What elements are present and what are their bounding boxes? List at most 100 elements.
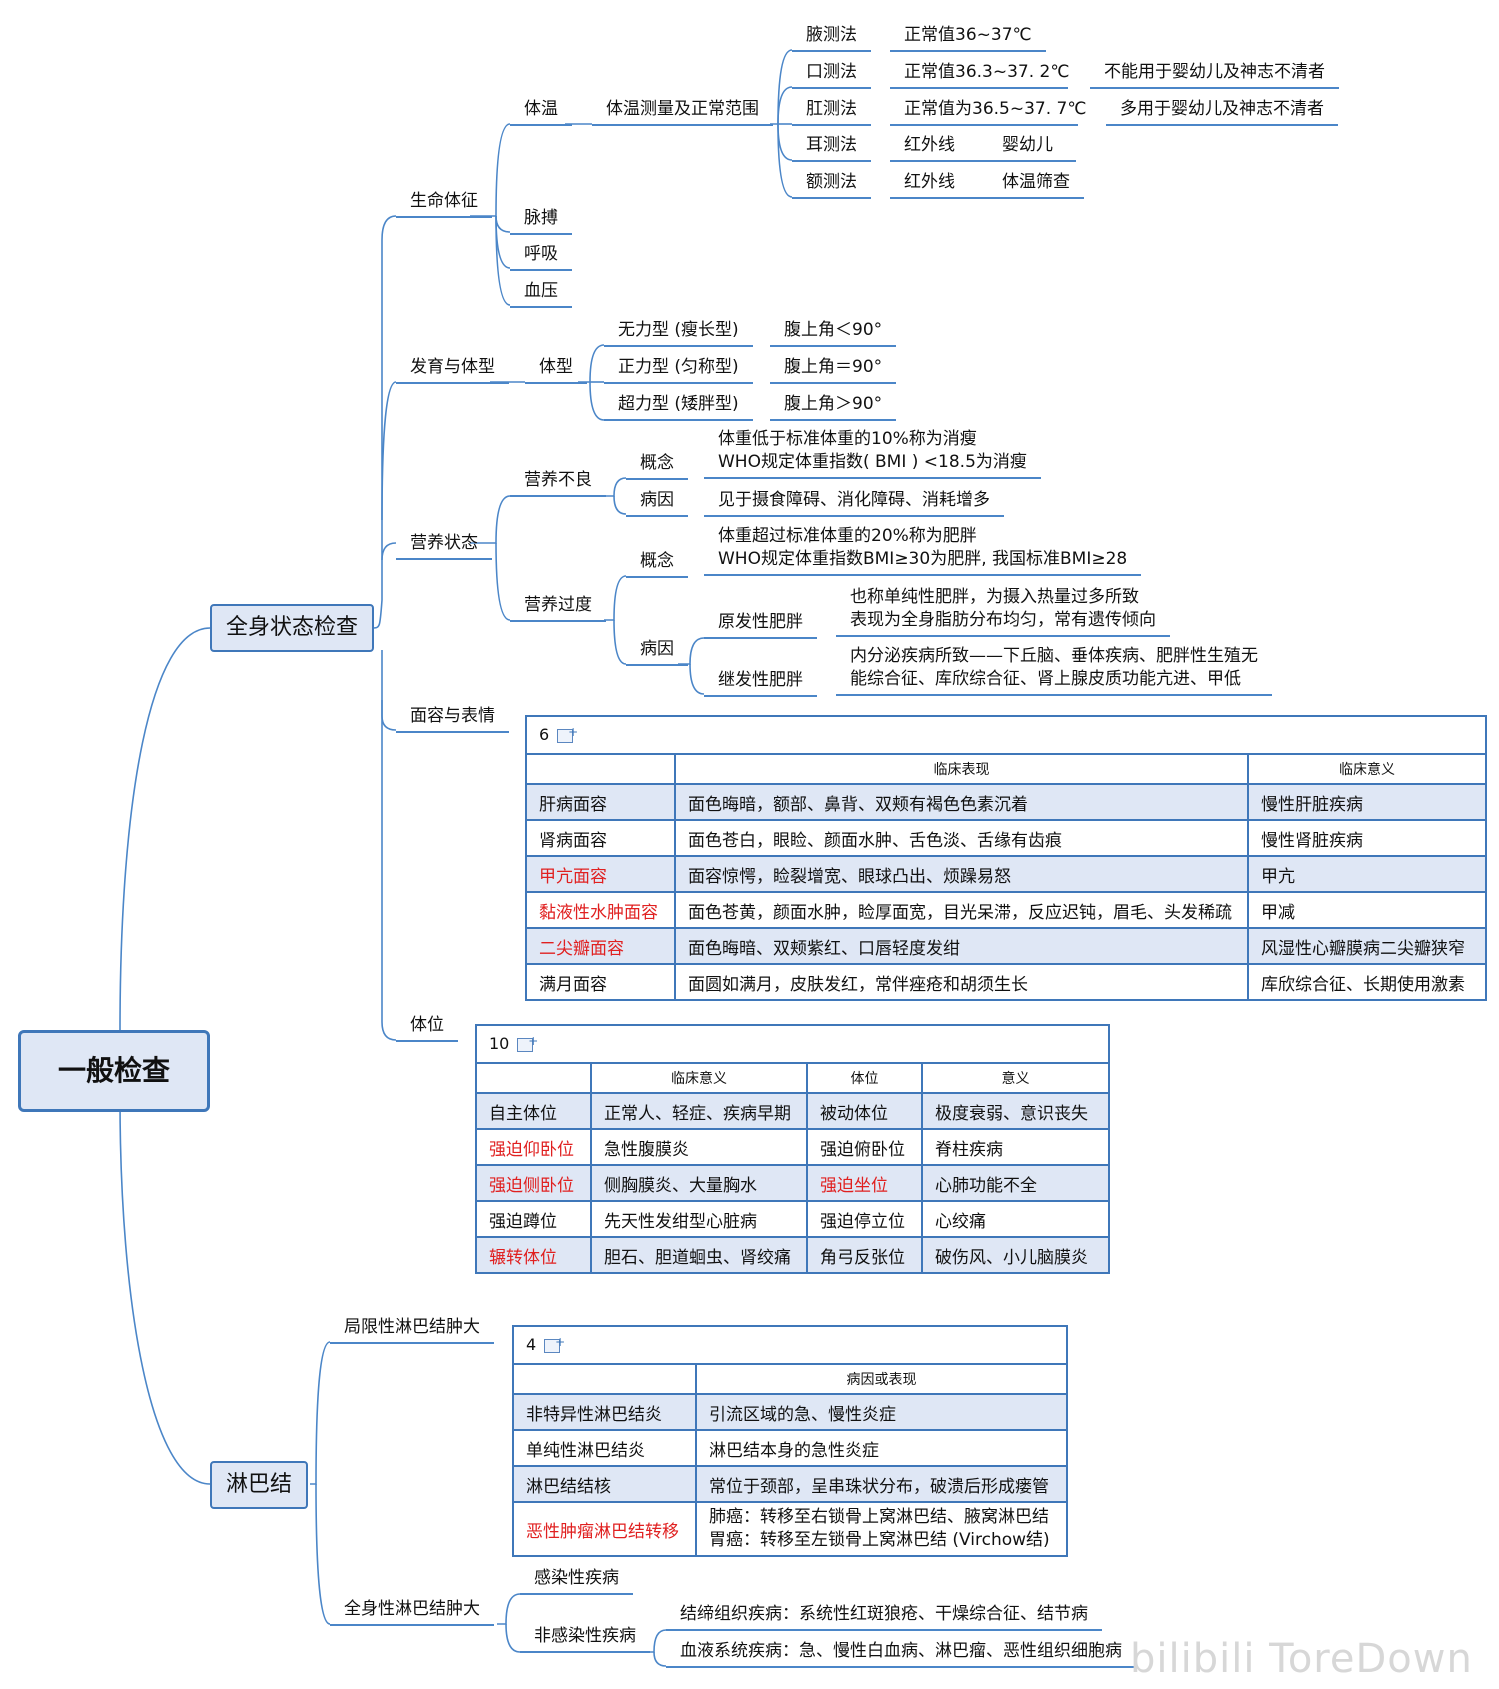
- table-row[interactable]: 满月面容面圆如满月，皮肤发红，常伴痤疮和胡须生长库欣综合征、长期使用激素: [527, 963, 1485, 999]
- lymph-desc: 引流区域的急、慢性炎症: [695, 1393, 1066, 1431]
- angle-item[interactable]: 腹上角＜90°: [770, 319, 897, 347]
- table-row[interactable]: 甲亢面容面容惊愕，睑裂增宽、眼球凸出、烦躁易怒甲亢: [527, 855, 1485, 893]
- table-row[interactable]: 强迫蹲位先天性发绀型心脏病强迫停立位心绞痛: [477, 1200, 1108, 1238]
- secondary-obesity-node[interactable]: 继发性肥胖: [704, 669, 817, 697]
- column-header: [527, 755, 676, 785]
- vital-signs-node[interactable]: 生命体征: [396, 190, 492, 218]
- position-meaning: 正常人、轻症、疾病早期: [590, 1092, 808, 1130]
- table-row[interactable]: 淋巴结结核常位于颈部，呈串珠状分布，破溃后形成瘘管: [514, 1465, 1066, 1503]
- connective-disease-node[interactable]: 结缔组织疾病：系统性红斑狼疮、干燥综合征、结节病: [666, 1603, 1102, 1631]
- bp-node[interactable]: 血压: [510, 280, 572, 308]
- blood-disease-node[interactable]: 血液系统疾病：急、慢性白血病、淋巴瘤、恶性组织细胞病: [666, 1640, 1136, 1668]
- column-header: 体位: [806, 1064, 923, 1094]
- general-lymph-node[interactable]: 全身性淋巴结肿大: [330, 1598, 494, 1626]
- lymph-cause: 淋巴结结核: [514, 1465, 697, 1503]
- infectious-node[interactable]: 感染性疾病: [520, 1567, 633, 1595]
- table-row[interactable]: 肝病面容面色晦暗，额部、鼻背、双颊有褐色色素沉着慢性肝脏疾病: [527, 783, 1485, 821]
- general-exam-node[interactable]: 全身状态检查: [210, 604, 375, 652]
- lymph-cause: 非特异性淋巴结炎: [514, 1393, 697, 1431]
- table-row[interactable]: 强迫仰卧位急性腹膜炎强迫俯卧位脊柱疾病: [477, 1128, 1108, 1166]
- primary-obesity-text[interactable]: 也称单纯性肥胖，为摄入热量过多所致 表现为全身脂肪分布均匀，常有遗传倾向: [836, 586, 1170, 637]
- local-lymph-node[interactable]: 局限性淋巴结肿大: [330, 1316, 494, 1344]
- temperature-node[interactable]: 体温: [510, 98, 572, 126]
- method-node[interactable]: 额测法: [792, 171, 871, 199]
- breath-node[interactable]: 呼吸: [510, 243, 572, 271]
- secondary-obesity-text[interactable]: 内分泌疾病所致——下丘脑、垂体疾病、肥胖性生殖无 能综合征、库欣综合征、肾上腺皮…: [836, 645, 1272, 696]
- method-value[interactable]: 正常值为36.5~37. 7℃: [890, 98, 1086, 126]
- column-header: 临床意义: [1247, 755, 1485, 785]
- method-node[interactable]: 耳测法: [792, 134, 871, 162]
- position-name: 强迫停立位: [806, 1200, 923, 1238]
- lymph-desc: 常位于颈部，呈串珠状分布，破溃后形成瘘管: [695, 1465, 1066, 1503]
- table-row[interactable]: 辗转体位胆石、胆道蛔虫、肾绞痛角弓反张位破伤风、小儿脑膜炎: [477, 1236, 1108, 1272]
- overnutrition-node[interactable]: 营养过度: [510, 594, 606, 622]
- table-row[interactable]: 非特异性淋巴结炎引流区域的急、慢性炎症: [514, 1393, 1066, 1431]
- position-node[interactable]: 体位: [396, 1014, 458, 1042]
- facies-show: 面色晦暗、双颊紫红、口唇轻度发绀: [674, 927, 1249, 965]
- development-node[interactable]: 发育与体型: [396, 356, 509, 384]
- position-meaning: 极度衰弱、意识丧失: [921, 1092, 1108, 1130]
- body-type-item[interactable]: 正力型 (匀称型): [604, 356, 753, 384]
- body-type-item[interactable]: 无力型 (瘦长型): [604, 319, 753, 347]
- facies-node[interactable]: 面容与表情: [396, 705, 509, 733]
- table-add-icon[interactable]: [544, 1324, 565, 1360]
- method-extra[interactable]: 体温筛查: [988, 171, 1084, 199]
- facies-meaning: 库欣综合征、长期使用激素: [1247, 963, 1485, 999]
- table-row[interactable]: 二尖瓣面容面色晦暗、双颊紫红、口唇轻度发绀风湿性心瓣膜病二尖瓣狭窄: [527, 927, 1485, 965]
- cause-node[interactable]: 病因: [626, 489, 688, 517]
- table-add-icon[interactable]: [557, 714, 578, 750]
- table-row[interactable]: 强迫侧卧位侧胸膜炎、大量胸水强迫坐位心肺功能不全: [477, 1164, 1108, 1202]
- over-concept-text[interactable]: 体重超过标准体重的20%称为肥胖 WHO规定体重指数BMI≥30为肥胖, 我国标…: [704, 525, 1142, 576]
- method-value[interactable]: 正常值36~37℃: [890, 24, 1046, 52]
- position-name: 强迫蹲位: [477, 1200, 592, 1238]
- concept-node[interactable]: 概念: [626, 550, 688, 578]
- facies-show: 面色苍黄，颜面水肿，睑厚面宽，目光呆滞，反应迟钝，眉毛、头发稀疏: [674, 891, 1249, 929]
- position-meaning: 急性腹膜炎: [590, 1128, 808, 1166]
- table-row[interactable]: 自主体位正常人、轻症、疾病早期被动体位极度衰弱、意识丧失: [477, 1092, 1108, 1130]
- method-node[interactable]: 腋测法: [792, 24, 871, 52]
- method-extra[interactable]: 婴幼儿: [988, 134, 1076, 162]
- table-header: 10: [477, 1023, 1108, 1064]
- facies-meaning: 慢性肝脏疾病: [1247, 783, 1485, 821]
- noninfectious-node[interactable]: 非感染性疾病: [520, 1625, 650, 1653]
- method-extra[interactable]: 不能用于婴幼儿及神志不清者: [1090, 61, 1339, 89]
- method-extra[interactable]: 多用于婴幼儿及神志不清者: [1106, 98, 1338, 126]
- method-value[interactable]: 正常值36.3~37. 2℃: [890, 61, 1069, 89]
- primary-obesity-node[interactable]: 原发性肥胖: [704, 611, 817, 639]
- root-node[interactable]: 一般检查: [18, 1030, 210, 1112]
- cause-node[interactable]: 病因: [626, 638, 688, 666]
- table-row[interactable]: 恶性肿瘤淋巴结转移肺癌：转移至右锁骨上窝淋巴结、腋窝淋巴结 胃癌：转移至左锁骨上…: [514, 1501, 1066, 1555]
- lymph-node[interactable]: 淋巴结: [210, 1461, 309, 1509]
- column-header: 意义: [921, 1064, 1108, 1094]
- angle-item[interactable]: 腹上角＞90°: [770, 393, 897, 421]
- facies-show: 面容惊愕，睑裂增宽、眼球凸出、烦躁易怒: [674, 855, 1249, 893]
- under-concept-text[interactable]: 体重低于标准体重的10%称为消瘦 WHO规定体重指数( BMI ) <18.5为…: [704, 428, 1041, 479]
- facies-name: 甲亢面容: [527, 855, 676, 893]
- under-cause-text[interactable]: 见于摄食障碍、消化障碍、消耗增多: [704, 489, 1004, 517]
- table-row[interactable]: 黏液性水肿面容面色苍黄，颜面水肿，睑厚面宽，目光呆滞，反应迟钝，眉毛、头发稀疏甲…: [527, 891, 1485, 929]
- nutrition-node[interactable]: 营养状态: [396, 532, 492, 560]
- method-node[interactable]: 肛测法: [792, 98, 871, 126]
- table-row[interactable]: 单纯性淋巴结炎淋巴结本身的急性炎症: [514, 1429, 1066, 1467]
- position-name: 自主体位: [477, 1092, 592, 1130]
- body-type-item[interactable]: 超力型 (矮胖型): [604, 393, 753, 421]
- column-header: [514, 1365, 697, 1395]
- column-header: 病因或表现: [695, 1365, 1066, 1395]
- method-value[interactable]: 红外线: [890, 134, 988, 162]
- table-add-icon[interactable]: [517, 1023, 538, 1059]
- facies-show: 面色晦暗，额部、鼻背、双颊有褐色色素沉着: [674, 783, 1249, 821]
- row-count: 6: [539, 725, 550, 744]
- concept-node[interactable]: 概念: [626, 452, 688, 480]
- body-type-node[interactable]: 体型: [525, 356, 587, 384]
- temp-measure-node[interactable]: 体温测量及正常范围: [592, 98, 773, 126]
- angle-item[interactable]: 腹上角＝90°: [770, 356, 897, 384]
- pulse-node[interactable]: 脉搏: [510, 207, 572, 235]
- facies-meaning: 甲亢: [1247, 855, 1485, 893]
- method-node[interactable]: 口测法: [792, 61, 871, 89]
- method-value[interactable]: 红外线: [890, 171, 988, 199]
- undernutrition-node[interactable]: 营养不良: [510, 469, 606, 497]
- lymph-desc: 淋巴结本身的急性炎症: [695, 1429, 1066, 1467]
- row-count: 10: [489, 1034, 510, 1053]
- table-row[interactable]: 肾病面容面色苍白，眼睑、颜面水肿、舌色淡、舌缘有齿痕慢性肾脏疾病: [527, 819, 1485, 857]
